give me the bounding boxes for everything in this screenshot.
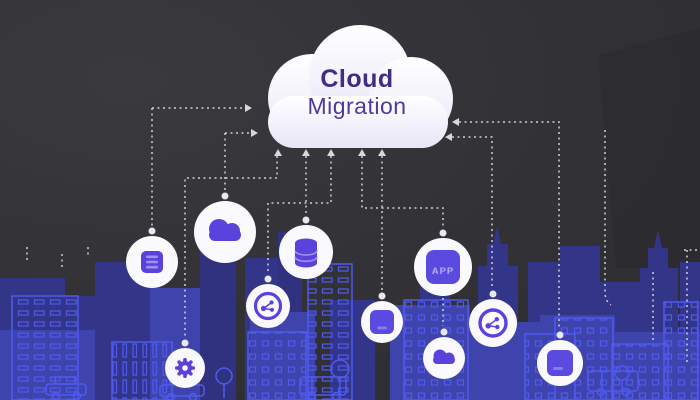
building-outline [247, 331, 307, 400]
cloud-shape: Cloud Migration [268, 25, 453, 148]
ornament-knob [556, 331, 564, 339]
cloud-icon [194, 192, 256, 263]
skyline [0, 206, 700, 400]
ornament-knob [439, 229, 447, 237]
connector-line [267, 156, 332, 273]
cloud-subtitle: Migration [307, 93, 406, 119]
server-icon [126, 227, 178, 288]
ornament-knob [302, 216, 310, 224]
background-shade [598, 28, 700, 268]
arrow-left-icon [445, 133, 452, 141]
gear-icon [165, 339, 205, 388]
building-outline [111, 341, 173, 400]
tree-icon [614, 365, 630, 394]
storage-icon [537, 331, 583, 386]
building-outline [11, 295, 79, 400]
ornament-knob [221, 192, 229, 200]
database-icon [279, 216, 333, 279]
connector-arrows [245, 104, 459, 156]
arrow-up-icon [358, 149, 366, 156]
app-window-icon [361, 292, 403, 343]
ornament-knob [440, 328, 448, 336]
share-icon [246, 275, 290, 328]
ornament-knob [181, 339, 189, 347]
ornament-knob [378, 292, 386, 300]
arrow-left-icon [452, 118, 459, 126]
connector-line [361, 156, 444, 227]
connectors [26, 107, 700, 362]
arrow-right-icon [251, 129, 258, 137]
arrow-up-icon [302, 149, 310, 156]
skyline-outline-layer [11, 263, 699, 400]
ornament-knob [264, 275, 272, 283]
connector-line [452, 136, 493, 288]
tree-icon [215, 367, 233, 398]
arrow-up-icon [274, 149, 282, 156]
app-badge-label: APP [432, 266, 455, 277]
connector-line [459, 121, 560, 329]
building-outline [663, 301, 699, 400]
arrow-right-icon [245, 104, 252, 112]
connector-line [184, 156, 278, 337]
cloud-title: Cloud [320, 65, 393, 93]
ornament-knob [148, 227, 156, 235]
tree-icon [330, 359, 350, 398]
ornament-knob [489, 290, 497, 298]
arrow-up-icon [378, 149, 386, 156]
app-icon: APP [414, 229, 472, 296]
share-icon-2 [469, 290, 517, 347]
arrow-up-icon [327, 149, 335, 156]
cloud-small-icon [423, 328, 465, 379]
